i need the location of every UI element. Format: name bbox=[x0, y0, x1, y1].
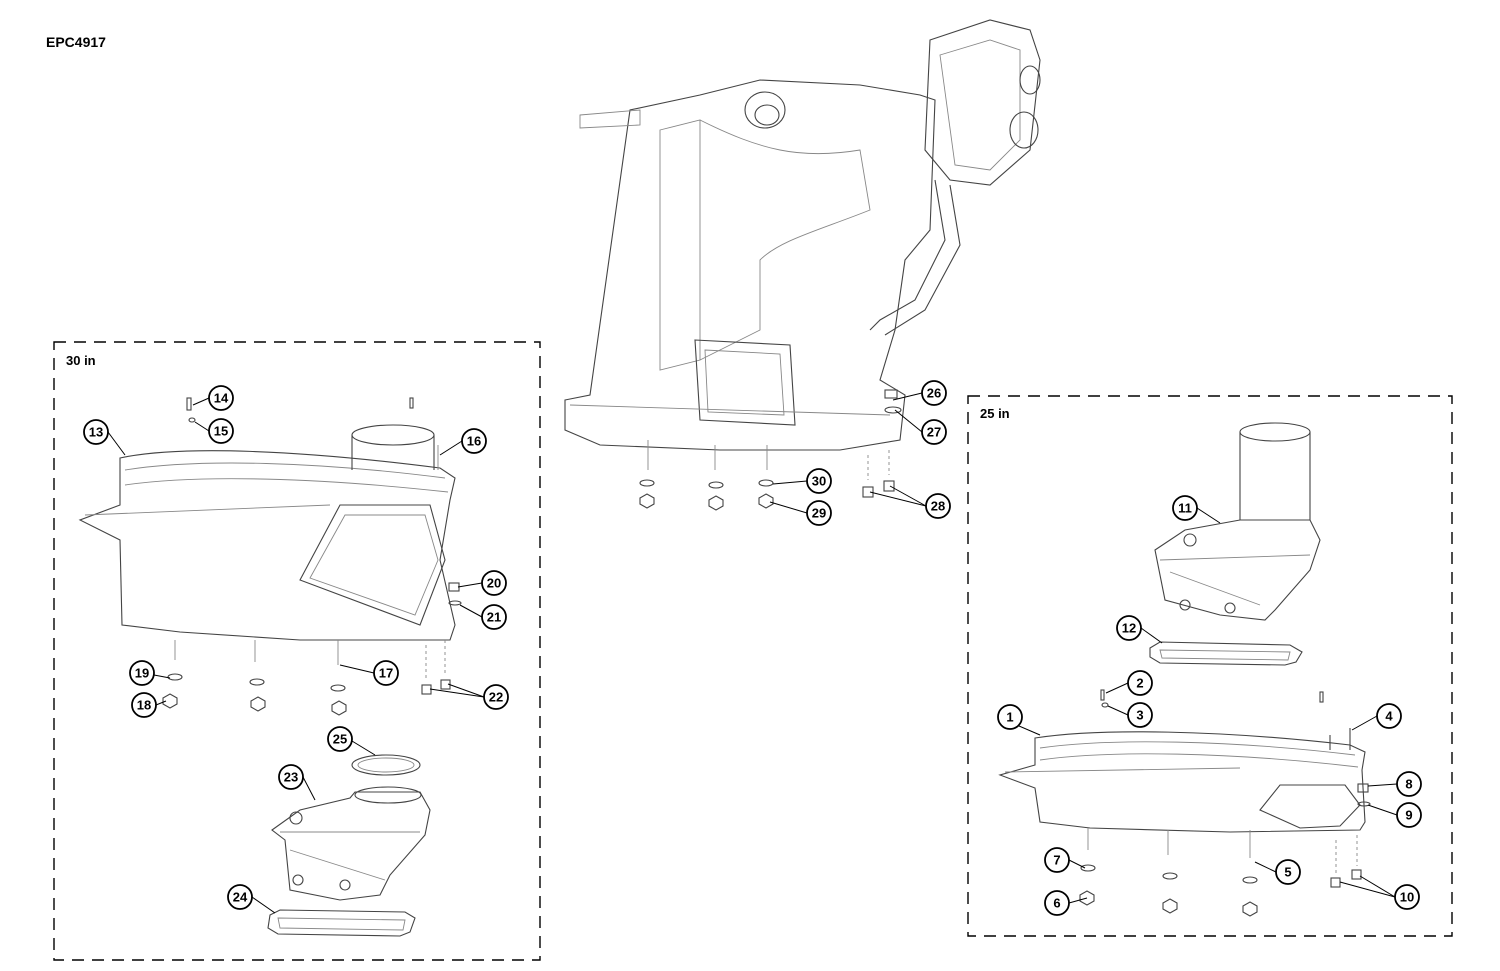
group-label-30in: 30 in bbox=[66, 353, 96, 368]
callout-14: 14 bbox=[208, 385, 234, 411]
svg-text:22: 22 bbox=[489, 690, 503, 705]
group-30in: 30 in bbox=[53, 341, 541, 961]
svg-text:24: 24 bbox=[233, 890, 248, 905]
callout-21: 21 bbox=[481, 604, 507, 630]
callout-22: 22 bbox=[483, 684, 509, 710]
callout-17: 17 bbox=[373, 660, 399, 686]
callout-25: 25 bbox=[327, 726, 353, 752]
svg-text:27: 27 bbox=[927, 425, 941, 440]
callout-13: 13 bbox=[83, 419, 109, 445]
svg-text:26: 26 bbox=[927, 386, 941, 401]
callout-19: 19 bbox=[129, 660, 155, 686]
callout-8: 8 bbox=[1396, 771, 1422, 797]
callout-3: 3 bbox=[1127, 702, 1153, 728]
callout-9: 9 bbox=[1396, 802, 1422, 828]
callout-10: 10 bbox=[1394, 884, 1420, 910]
callout-28: 28 bbox=[925, 493, 951, 519]
svg-text:4: 4 bbox=[1385, 709, 1393, 724]
callout-23: 23 bbox=[278, 764, 304, 790]
svg-text:16: 16 bbox=[467, 434, 481, 449]
callout-16: 16 bbox=[461, 428, 487, 454]
svg-text:6: 6 bbox=[1053, 896, 1060, 911]
svg-text:29: 29 bbox=[812, 506, 826, 521]
svg-text:5: 5 bbox=[1284, 865, 1291, 880]
callout-18: 18 bbox=[131, 692, 157, 718]
svg-text:15: 15 bbox=[214, 424, 228, 439]
group-label-25in: 25 in bbox=[980, 406, 1010, 421]
callout-11: 11 bbox=[1172, 495, 1198, 521]
svg-text:14: 14 bbox=[214, 391, 229, 406]
callout-1: 1 bbox=[997, 704, 1023, 730]
svg-text:23: 23 bbox=[284, 770, 298, 785]
callout-30: 30 bbox=[806, 468, 832, 494]
svg-text:12: 12 bbox=[1122, 621, 1136, 636]
callout-24: 24 bbox=[227, 884, 253, 910]
svg-text:30: 30 bbox=[812, 474, 826, 489]
svg-text:28: 28 bbox=[931, 499, 945, 514]
svg-text:19: 19 bbox=[135, 666, 149, 681]
callout-2: 2 bbox=[1127, 670, 1153, 696]
svg-text:8: 8 bbox=[1405, 777, 1412, 792]
callout-29: 29 bbox=[806, 500, 832, 526]
svg-text:13: 13 bbox=[89, 425, 103, 440]
svg-text:10: 10 bbox=[1400, 890, 1414, 905]
svg-text:20: 20 bbox=[487, 576, 501, 591]
driveshaft-housing-assembly bbox=[564, 19, 1041, 511]
svg-text:1: 1 bbox=[1006, 710, 1013, 725]
svg-text:17: 17 bbox=[379, 666, 393, 681]
svg-text:21: 21 bbox=[487, 610, 501, 625]
callout-4: 4 bbox=[1376, 703, 1402, 729]
svg-text:2: 2 bbox=[1136, 676, 1143, 691]
callout-27: 27 bbox=[921, 419, 947, 445]
callout-20: 20 bbox=[481, 570, 507, 596]
svg-text:9: 9 bbox=[1405, 808, 1412, 823]
callout-layer: 1 2 3 4 5 6 7 8 9 10 11 12 13 14 15 16 1… bbox=[83, 380, 1422, 916]
group-25in: 25 in bbox=[967, 395, 1453, 937]
svg-text:18: 18 bbox=[137, 698, 151, 713]
svg-text:11: 11 bbox=[1178, 501, 1192, 516]
callout-5: 5 bbox=[1275, 859, 1301, 885]
svg-text:25: 25 bbox=[333, 732, 347, 747]
svg-text:3: 3 bbox=[1136, 708, 1143, 723]
callout-15: 15 bbox=[208, 418, 234, 444]
callout-6: 6 bbox=[1044, 890, 1070, 916]
callout-26: 26 bbox=[921, 380, 947, 406]
callout-7: 7 bbox=[1044, 847, 1070, 873]
callout-12: 12 bbox=[1116, 615, 1142, 641]
document-id: EPC4917 bbox=[46, 34, 106, 50]
svg-text:7: 7 bbox=[1053, 853, 1060, 868]
